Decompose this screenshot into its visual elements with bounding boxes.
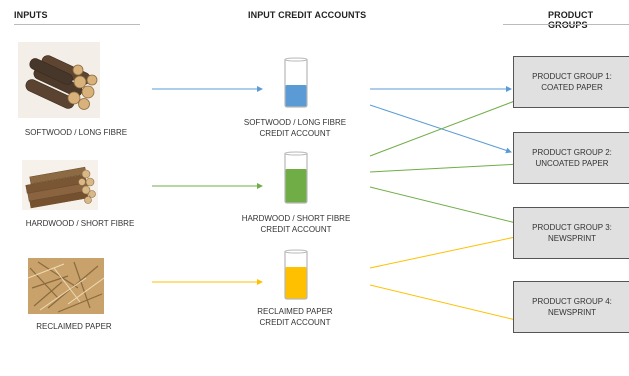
groups-header: PRODUCT GROUPS xyxy=(548,10,594,30)
account-softwood-line2: CREDIT ACCOUNT xyxy=(259,129,331,138)
account-hardwood-label: HARDWOOD / SHORT FIBRE CREDIT ACCOUNT xyxy=(212,213,380,235)
account-reclaimed-line1: RECLAIMED PAPER xyxy=(257,307,333,316)
flow-reclaimed-to-group4 xyxy=(369,284,521,323)
softwood-account-beaker-icon xyxy=(283,57,309,109)
flow-reclaimed-to-group3 xyxy=(369,234,521,269)
product-group-1-line1: PRODUCT GROUP 1: xyxy=(532,72,612,81)
product-group-3-line1: PRODUCT GROUP 3: xyxy=(532,223,612,232)
product-group-4-line1: PRODUCT GROUP 4: xyxy=(532,297,612,306)
account-reclaimed-line2: CREDIT ACCOUNT xyxy=(259,318,331,327)
flow-softwood-to-group2 xyxy=(369,104,512,154)
flow-hardwood-to-group2 xyxy=(369,161,521,173)
account-hardwood-line2: CREDIT ACCOUNT xyxy=(260,225,332,234)
flow-hardwood-to-group1 xyxy=(369,97,521,157)
product-group-3-line2: NEWSPRINT xyxy=(548,234,596,243)
product-group-1-box: PRODUCT GROUP 1: COATED PAPER xyxy=(513,56,629,108)
groups-header-rule xyxy=(503,24,629,25)
product-group-4-box: PRODUCT GROUP 4: NEWSPRINT xyxy=(513,281,629,333)
inputs-header: INPUTS xyxy=(14,10,48,20)
product-group-2-box: PRODUCT GROUP 2: UNCOATED PAPER xyxy=(513,132,629,184)
input-softwood-label: SOFTWOOD / LONG FIBRE xyxy=(24,128,128,137)
reclaimed-account-beaker-icon xyxy=(283,249,309,301)
product-group-2-line2: UNCOATED PAPER xyxy=(535,159,609,168)
product-group-4-line2: NEWSPRINT xyxy=(548,308,596,317)
inputs-header-rule xyxy=(14,24,140,25)
account-hardwood-line1: HARDWOOD / SHORT FIBRE xyxy=(241,214,351,223)
product-group-2-line1: PRODUCT GROUP 2: xyxy=(532,148,612,157)
flow-hardwood-to-group3 xyxy=(369,186,521,226)
hardwood-logs-image xyxy=(22,160,98,210)
accounts-header: INPUT CREDIT ACCOUNTS xyxy=(248,10,367,20)
input-reclaimed-label: RECLAIMED PAPER xyxy=(36,322,112,331)
softwood-logs-image xyxy=(18,42,100,118)
account-softwood-label: SOFTWOOD / LONG FIBRE CREDIT ACCOUNT xyxy=(220,117,370,139)
reclaimed-paper-image xyxy=(28,258,104,314)
account-softwood-line1: SOFTWOOD / LONG FIBRE xyxy=(243,118,347,127)
product-group-1-line2: COATED PAPER xyxy=(541,83,603,92)
account-reclaimed-label: RECLAIMED PAPER CREDIT ACCOUNT xyxy=(220,306,370,328)
input-hardwood-label: HARDWOOD / SHORT FIBRE xyxy=(25,219,135,228)
hardwood-account-beaker-icon xyxy=(283,151,309,205)
product-group-3-box: PRODUCT GROUP 3: NEWSPRINT xyxy=(513,207,629,259)
